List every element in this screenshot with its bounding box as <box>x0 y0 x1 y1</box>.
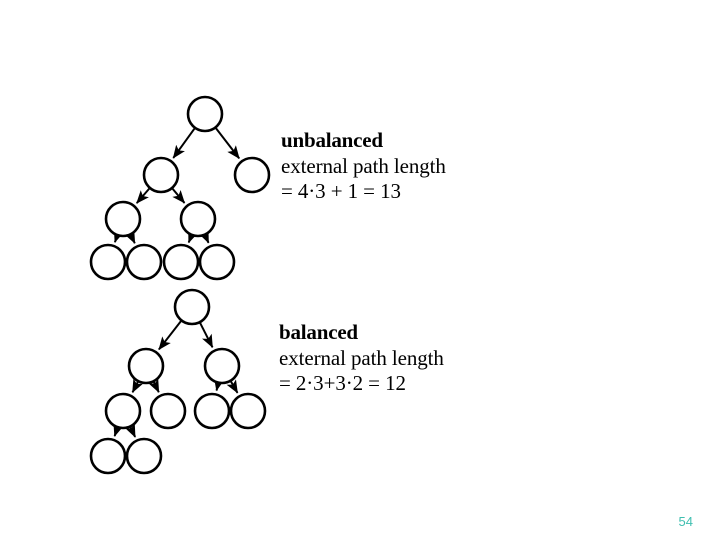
tree-node <box>173 288 211 326</box>
balanced-tree-nodes <box>89 288 267 475</box>
unbalanced-caption-line1: external path length <box>281 153 446 178</box>
tree-edge <box>226 379 239 394</box>
tree-edge <box>213 377 225 392</box>
page-number: 54 <box>678 514 693 529</box>
tree-edge <box>113 228 125 243</box>
balanced-caption-line2: = 2·3+3·2 = 12 <box>279 371 406 396</box>
tree-node <box>149 392 187 430</box>
tree-node <box>127 347 165 385</box>
tree-node <box>193 392 231 430</box>
balanced-caption-title: balanced <box>279 320 358 344</box>
balanced-caption: balanced external path length = 2·3+3·2 … <box>279 320 444 397</box>
tree-node <box>229 392 267 430</box>
tree-node <box>142 156 180 194</box>
tree-edge <box>113 422 124 437</box>
unbalanced-caption-title: unbalanced <box>281 128 383 152</box>
tree-edge <box>135 187 151 204</box>
tree-edge <box>198 229 210 244</box>
tree-node <box>186 95 224 133</box>
unbalanced-tree-edges <box>113 127 240 244</box>
tree-edge <box>172 127 196 159</box>
tree-edge <box>124 229 136 244</box>
tree-edge <box>158 320 183 351</box>
unbalanced-caption-line2: = 4·3 + 1 = 13 <box>281 179 401 204</box>
tree-node <box>233 156 271 194</box>
tree-edge <box>171 187 186 204</box>
tree-edge <box>199 322 214 348</box>
tree-node <box>162 243 200 281</box>
tree-node <box>125 243 163 281</box>
tree-node <box>125 437 163 475</box>
tree-node <box>179 200 217 238</box>
tree-edge <box>148 378 160 393</box>
tree-edge <box>131 378 144 394</box>
balanced-caption-line1: external path length <box>279 345 444 370</box>
tree-node <box>198 243 236 281</box>
tree-edge <box>124 423 137 438</box>
tree-edge <box>214 127 240 160</box>
unbalanced-caption: unbalanced external path length = 4·3 + … <box>281 128 446 205</box>
tree-node <box>89 437 127 475</box>
tree-node <box>203 347 241 385</box>
unbalanced-tree-nodes <box>89 95 271 281</box>
tree-node <box>104 200 142 238</box>
tree-edge <box>187 228 199 244</box>
balanced-tree-edges <box>113 320 239 438</box>
tree-node <box>104 392 142 430</box>
tree-node <box>89 243 127 281</box>
